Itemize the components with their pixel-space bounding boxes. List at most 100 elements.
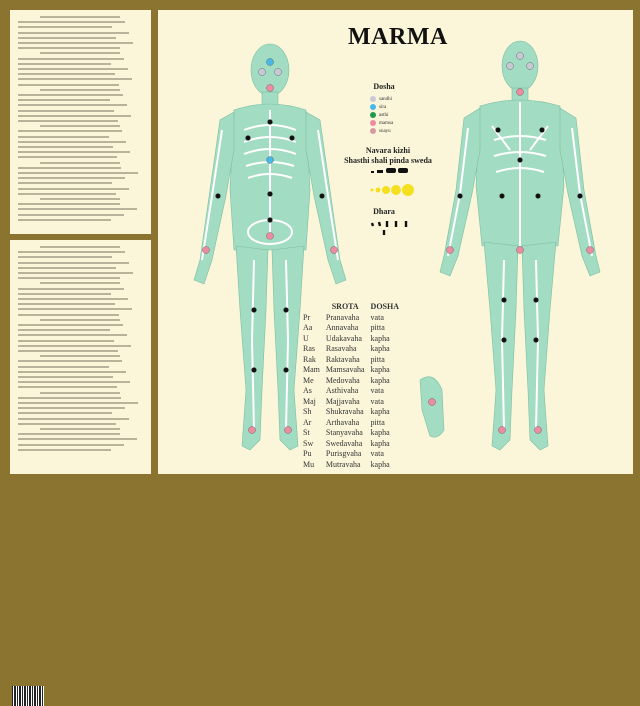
- text-line: [18, 73, 115, 76]
- marma-point: [251, 367, 257, 373]
- text-line: [40, 282, 120, 285]
- marma-point: [517, 157, 523, 163]
- text-line: [18, 370, 126, 373]
- text-line: [18, 36, 116, 39]
- text-line: [18, 172, 138, 174]
- srota-cell: Purisgvaha: [325, 449, 362, 458]
- text-line: [40, 198, 120, 200]
- text-line: [18, 266, 116, 269]
- marma-point: [516, 246, 524, 254]
- srota-cell: Maj: [303, 396, 316, 406]
- marma-point: [266, 58, 274, 66]
- text-line: [18, 256, 112, 259]
- text-line: [18, 62, 111, 65]
- srota-text-panel: [10, 240, 151, 706]
- right-arm: [193, 111, 235, 285]
- text-line: [18, 334, 127, 337]
- marma-point: [266, 232, 274, 240]
- text-line: [18, 68, 128, 70]
- poster-title: MARMA: [348, 24, 448, 50]
- text-line: [40, 125, 120, 128]
- front-body-figure: [193, 43, 347, 451]
- text-line: [18, 57, 124, 60]
- marma-point: [266, 84, 274, 92]
- marma-point: [499, 193, 505, 199]
- dosha-legend-title: Dosha: [373, 82, 395, 91]
- text-line: [18, 298, 128, 300]
- text-line: [18, 114, 131, 117]
- marma-point: [506, 62, 514, 70]
- dosha-swatch: [370, 128, 376, 134]
- marma-point: [319, 193, 325, 199]
- srota-cell: Asthivaha: [325, 386, 359, 395]
- text-line: [18, 109, 114, 112]
- foot-sole: [419, 376, 445, 438]
- srota-cell: Mutravaha: [325, 459, 361, 469]
- text-line: [18, 42, 133, 44]
- text-line: [18, 339, 114, 342]
- marma-point: [501, 297, 507, 303]
- srota-cell: pitta: [370, 323, 385, 332]
- text-line: [18, 156, 117, 159]
- marma-point: [516, 88, 524, 96]
- srota-cell: kapha: [370, 375, 390, 385]
- marma-point: [534, 426, 542, 434]
- dosha-legend-item: sira: [370, 104, 386, 110]
- marma-point: [446, 246, 454, 254]
- srota-cell: Swedavaha: [325, 438, 363, 448]
- text-line: [18, 135, 109, 138]
- shasthi-title: Shasthi shali pinda sweda: [344, 156, 432, 165]
- text-line: [40, 88, 120, 91]
- text-line: [18, 360, 122, 363]
- marma-point: [274, 68, 282, 76]
- dosha-label: snayu: [379, 128, 391, 134]
- srota-cell: Rak: [303, 354, 316, 364]
- text-line: [40, 428, 120, 430]
- text-line: [18, 251, 125, 254]
- text-line: [18, 31, 129, 34]
- text-line: [18, 78, 132, 81]
- text-line: [18, 381, 130, 384]
- marma-point: [495, 127, 501, 133]
- marma-point: [267, 191, 273, 197]
- text-line: [18, 140, 126, 143]
- text-line: [40, 16, 120, 18]
- text-line: [18, 344, 131, 347]
- barcode: [12, 686, 44, 706]
- text-line: [18, 83, 119, 86]
- pinda-mark: [402, 184, 414, 196]
- text-line: [18, 376, 113, 378]
- text-line: [18, 329, 110, 332]
- text-line: [18, 396, 121, 399]
- srota-cell: Annavaha: [325, 323, 359, 332]
- marma-point: [533, 297, 539, 303]
- classification-text-panel: [10, 10, 151, 234]
- srota-header: DOSHA: [370, 302, 399, 311]
- marma-point: [330, 246, 338, 254]
- text-line: [18, 350, 118, 352]
- marma-point: [267, 217, 273, 223]
- text-line: [18, 443, 124, 446]
- text-line: [18, 402, 138, 404]
- text-line: [18, 151, 130, 154]
- srota-cell: Mam: [303, 365, 320, 374]
- srota-cell: Ras: [303, 344, 315, 353]
- srota-cell: Ar: [303, 417, 312, 427]
- text-line: [18, 433, 120, 436]
- text-line: [18, 47, 120, 50]
- text-line: [18, 208, 137, 211]
- marma-point: [215, 193, 221, 199]
- back-body-figure: [419, 40, 601, 451]
- marma-point: [248, 426, 256, 434]
- text-line: [18, 120, 118, 122]
- text-line: [18, 182, 112, 185]
- marma-point: [501, 337, 507, 343]
- text-line: [18, 94, 123, 96]
- marma-point: [577, 193, 583, 199]
